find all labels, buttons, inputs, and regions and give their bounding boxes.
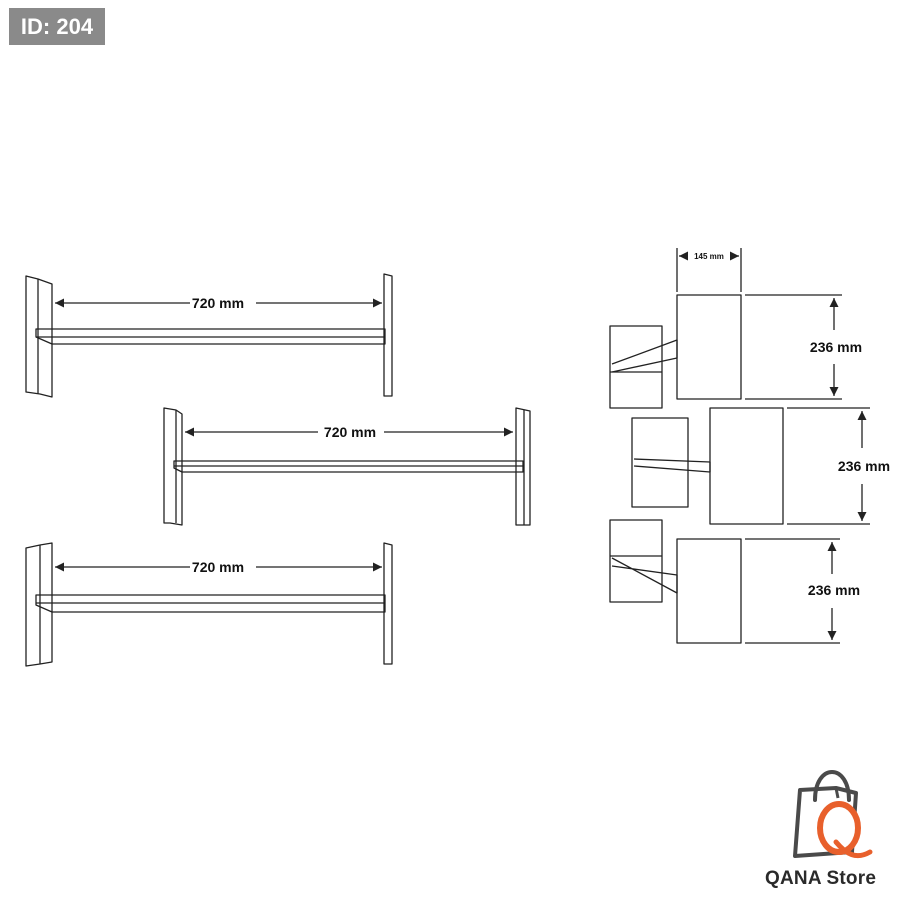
side-dim-label-2: 236 mm <box>838 458 890 474</box>
front-shelf-2 <box>163 407 531 526</box>
left-bracket <box>25 542 53 667</box>
front-dim-label-3: 720 mm <box>192 559 244 575</box>
front-dim-label-1: 720 mm <box>192 295 244 311</box>
id-badge: ID: 204 <box>9 8 105 45</box>
right-bracket <box>383 542 393 665</box>
wall-plate <box>631 417 689 508</box>
depth-dim-label: 145 mm <box>694 252 724 261</box>
front-dim-label-2: 720 mm <box>324 424 376 440</box>
right-bracket <box>383 273 393 397</box>
side-dim-label-3: 236 mm <box>808 582 860 598</box>
front-shelf-3 <box>25 542 393 667</box>
support-arm <box>633 458 711 473</box>
shelf-block <box>676 294 742 400</box>
wall-plate <box>609 325 663 409</box>
side-dim-label-1: 236 mm <box>810 339 862 355</box>
q-logo-icon <box>817 801 873 859</box>
shelf-board <box>35 328 386 345</box>
shelf-board <box>173 460 524 473</box>
front-shelf-1 <box>25 273 393 398</box>
shelf-block <box>709 407 784 525</box>
brand-name: QANA Store <box>765 868 877 889</box>
right-bracket <box>515 407 531 526</box>
shelf-block <box>676 538 742 644</box>
side-shelf-1 <box>609 248 842 409</box>
side-shelf-2 <box>631 407 870 525</box>
wall-plate <box>609 519 663 603</box>
support-arm <box>611 557 678 594</box>
support-arm <box>611 339 678 373</box>
side-shelf-3 <box>609 519 840 644</box>
